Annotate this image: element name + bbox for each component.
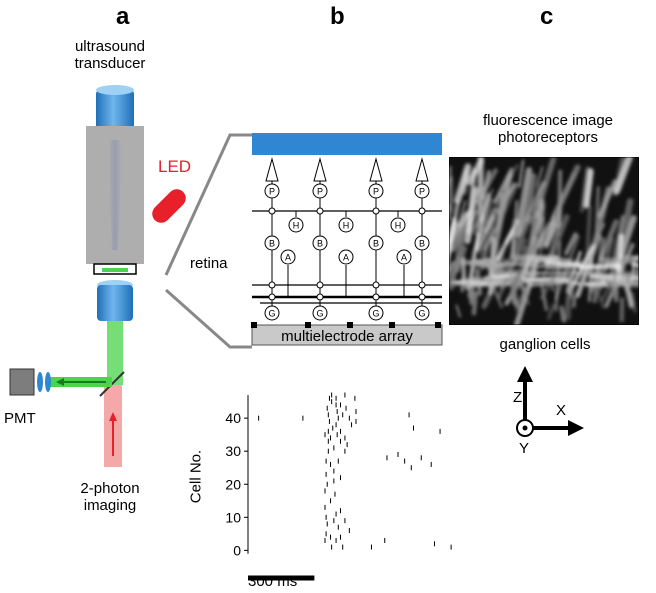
mea-label: multielectrode array [281,328,413,345]
bipolar-cell-letter: B [419,239,425,249]
raster-ytick-label: 40 [225,410,241,426]
photoreceptor-cell-1 [264,183,280,199]
bipolar-cell-letter: B [317,239,323,249]
raster-ylabel: Cell No. [187,449,205,504]
imaging-label-line2: imaging [83,497,137,514]
horizontal-cell-letter: H [293,221,300,231]
fluorescence-image [449,157,639,325]
raster-axis: 0 10 20 30 40 [225,395,249,558]
objective-icon [97,280,133,321]
imaging-label-line1: 2-photon [80,480,140,497]
photoreceptor-cell-letter: P [373,187,379,197]
cell-columns: P B G P B G P B G P B G H H H A A A [251,157,442,328]
electrode-5 [435,322,441,328]
fluorescence-title: fluorescence image photoreceptors [448,112,648,146]
retina-schematic: P B G P B G P B G P B G H H H A A A [164,133,443,349]
ganglion-cell-letter: G [268,309,275,319]
horizontal-cell-letter: H [343,221,350,231]
photoreceptor-cell-letter: P [317,187,323,197]
raster-ytick-label: 10 [225,509,241,525]
horizontal-cell-1 [288,217,304,233]
photoreceptor-cell-letter: P [419,187,425,197]
raster-spikes [258,392,452,550]
panel-letter-b: b [330,3,345,30]
fluorescence-title-line2: photoreceptors [497,129,599,146]
transducer-label: ultrasound transducer [52,38,168,72]
bipolar-cell-2 [312,235,328,251]
amacrine-cell-2 [338,249,354,265]
electrode-3 [347,322,353,328]
led-label: LED [158,157,192,176]
panel-letter-a: a [116,3,130,30]
amacrine-cell-letter: A [285,253,291,263]
pmt-icon [9,368,35,396]
electrode-2 [305,322,311,328]
ganglion-cell-4 [414,305,430,321]
fluorescence-title-line1: fluorescence image [482,112,614,129]
photoreceptor-cell-letter: P [269,187,275,197]
ganglion-cell-letter: G [316,309,323,319]
electrode-4 [389,322,395,328]
axes-icon [516,366,584,437]
horizontal-cell-letter: H [395,221,402,231]
amacrine-cell-3 [396,249,412,265]
bipolar-cell-letter: B [373,239,379,249]
amacrine-cell-letter: A [343,253,349,263]
raster-ytick-label: 20 [225,476,241,492]
bipolar-cell-4 [414,235,430,251]
electrode-1 [251,322,257,328]
retina-label: retina [190,255,228,272]
amacrine-cell-letter: A [401,253,407,263]
horizontal-cell-3 [390,217,406,233]
amacrine-cell-1 [280,249,296,265]
bipolar-cell-letter: B [269,239,275,249]
ganglion-cell-letter: G [372,309,379,319]
panel-letter-c: c [540,3,554,30]
setup-diagram [9,85,186,467]
imaging-label: 2-photon imaging [60,480,160,514]
photoreceptor-layer [252,133,442,155]
ganglion-cell-2 [312,305,328,321]
photoreceptor-cell-4 [414,183,430,199]
transducer-icon [96,85,134,130]
ganglion-cells-label: ganglion cells [499,336,591,353]
led-icon [152,189,186,223]
axis-y-label: Y [519,440,530,457]
photoreceptor-cell-3 [368,183,384,199]
bipolar-cell-1 [264,235,280,251]
pmt-label: PMT [4,410,36,427]
bipolar-cell-3 [368,235,384,251]
axis-z-label: Z [513,389,523,406]
raster-ylabel-wrap: Cell No. [186,450,206,503]
ganglion-cell-letter: G [418,309,425,319]
transducer-label-line1: ultrasound [74,38,146,55]
raster-plot: 0 10 20 30 40 [225,392,452,581]
transducer-label-line2: transducer [74,55,146,72]
raster-ytick-label: 0 [233,542,241,558]
ganglion-cell-1 [264,305,280,321]
axis-x-label: X [556,402,567,419]
horizontal-cell-2 [338,217,354,233]
raster-ytick-label: 30 [225,443,241,459]
photoreceptor-cell-2 [312,183,328,199]
scalebar-label: 300 ms [248,573,298,590]
ganglion-cell-3 [368,305,384,321]
